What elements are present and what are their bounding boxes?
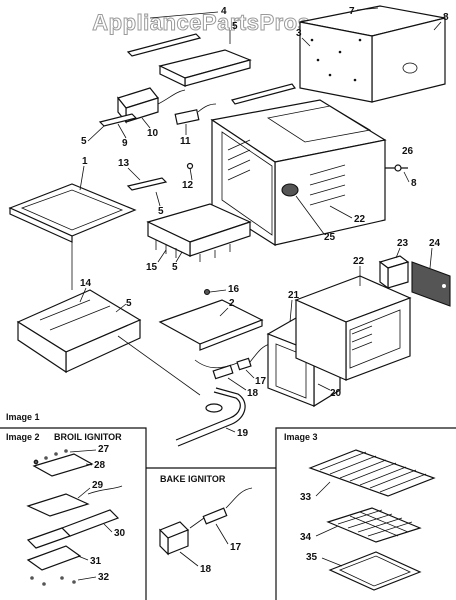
callout-21[interactable]: 21 [288,290,300,301]
callout-18-bake[interactable]: 18 [200,564,212,575]
callout-26[interactable]: 26 [402,146,414,157]
callout-33[interactable]: 33 [300,492,312,503]
part-22-rear-insulation[interactable] [294,275,412,381]
callout-25[interactable]: 25 [324,232,336,243]
callout-8-right[interactable]: 8 [411,178,417,189]
caption-bake-ignitor: BAKE IGNITOR [160,474,226,484]
callout-5-mid[interactable]: 5 [158,206,164,217]
callout-23[interactable]: 23 [397,238,409,249]
part-35-broil-pan[interactable] [328,551,422,591]
callouts: 4 5 7 8 3 5 9 10 11 1 13 12 5 26 8 22 25 [69,6,449,583]
callout-22-bottom[interactable]: 22 [353,256,365,267]
part-26-bolt[interactable] [385,164,408,172]
callout-27[interactable]: 27 [98,444,110,455]
callout-12[interactable]: 12 [182,180,194,191]
part-34-broil-rack[interactable] [326,507,422,543]
part-33-oven-rack[interactable] [308,449,436,497]
part-11-igniter-clip[interactable] [174,103,217,125]
callout-7[interactable]: 7 [349,6,355,17]
part-23-terminal-block[interactable] [378,255,410,290]
part-15-broil-tray[interactable] [146,203,252,262]
part-13-bracket[interactable] [126,177,168,191]
callout-1[interactable]: 1 [82,156,88,167]
callout-5-tray[interactable]: 5 [172,262,178,273]
callout-17-bake[interactable]: 17 [230,542,242,553]
callout-4[interactable]: 4 [221,6,227,17]
callout-13[interactable]: 13 [118,158,130,169]
callout-22-top[interactable]: 22 [354,214,366,225]
image2-frame [0,427,147,600]
callout-35[interactable]: 35 [306,552,318,563]
caption-image-1: Image 1 [6,412,40,422]
part-5-top-panel[interactable] [158,49,252,87]
part-4-top-trim[interactable] [126,33,202,57]
part-18-ignitor[interactable] [212,343,271,380]
callout-32[interactable]: 32 [98,572,110,583]
caption-broil-ignitor: BROIL IGNITOR [54,432,122,442]
callout-15[interactable]: 15 [146,262,158,273]
part-30-burner-bracket[interactable] [26,509,120,549]
image3-frame [275,427,456,600]
callout-18-main[interactable]: 18 [247,388,259,399]
callout-11[interactable]: 11 [180,136,191,147]
callout-31[interactable]: 31 [90,556,102,567]
part-16-screw[interactable] [203,288,211,296]
callout-3[interactable]: 3 [296,28,302,39]
side-trim-strip[interactable] [230,83,297,105]
part-2-burner-baffle[interactable] [158,299,264,369]
part-12-screw[interactable] [186,162,194,181]
part-24-back-panel[interactable] [411,261,451,307]
oven-cavity[interactable] [210,99,387,247]
leader-line-2 [117,335,201,396]
part-32-screws[interactable] [30,576,76,586]
callout-29[interactable]: 29 [92,480,104,491]
part-1-door-panel[interactable] [8,183,137,243]
callout-10[interactable]: 10 [147,128,159,139]
caption-image-3: Image 3 [284,432,318,442]
callout-16[interactable]: 16 [228,284,240,295]
callout-17-main[interactable]: 17 [255,376,267,387]
callout-30[interactable]: 30 [114,528,126,539]
callout-9[interactable]: 9 [122,138,128,149]
callout-14[interactable]: 14 [80,278,92,289]
callout-5-top[interactable]: 5 [232,21,238,32]
part-14-bottom-pan[interactable] [16,289,142,374]
part-28-mount-plate[interactable] [32,453,94,477]
callout-34[interactable]: 34 [300,532,312,543]
part-29-ignitor-element[interactable] [26,485,123,517]
callout-28[interactable]: 28 [94,460,106,471]
callout-5-pan[interactable]: 5 [126,298,132,309]
part-31-base-plate[interactable] [26,545,82,571]
part-7-cabinet-wrapper[interactable] [299,5,446,103]
part-19-bake-burner[interactable] [175,387,246,447]
part-27-screws[interactable] [33,449,68,465]
part-9-bracket[interactable] [98,113,138,127]
callout-20[interactable]: 20 [330,388,342,399]
callout-19[interactable]: 19 [237,428,249,439]
callout-24[interactable]: 24 [429,238,441,249]
callout-5-left[interactable]: 5 [81,136,87,147]
part-17-ignitor-wire[interactable] [189,487,253,529]
part-18-bake-ignitor[interactable] [158,521,190,556]
caption-image-2: Image 2 [6,432,40,442]
callout-8-top[interactable]: 8 [443,12,449,23]
callout-2[interactable]: 2 [229,298,235,309]
